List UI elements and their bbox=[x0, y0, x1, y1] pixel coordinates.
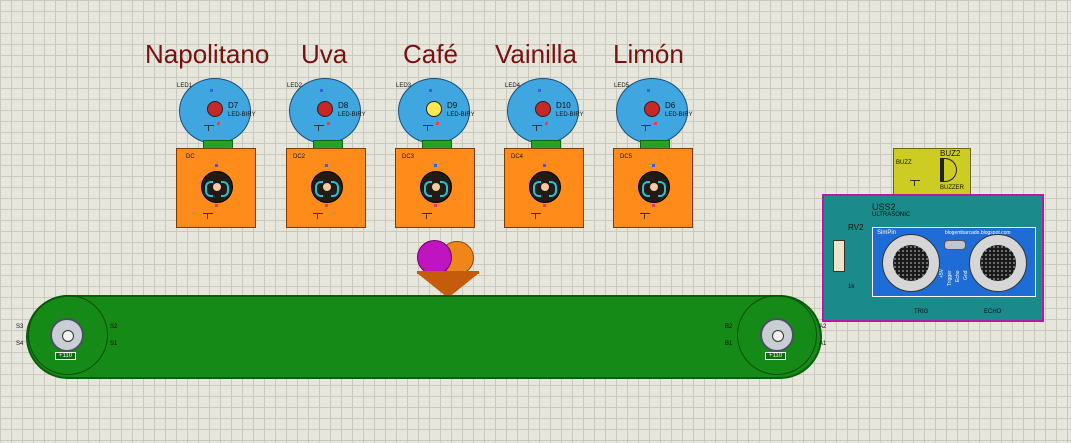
transducer-right-icon bbox=[969, 234, 1027, 292]
url-label: blogembarcado.blogspot.com bbox=[945, 230, 1011, 236]
led-ref-label: D8 bbox=[338, 101, 349, 110]
motor-box[interactable]: DC2 bbox=[286, 148, 366, 228]
motor-box[interactable]: DC bbox=[176, 148, 256, 228]
pin-label-s2: S2 bbox=[110, 324, 118, 330]
pin-label-s1: S1 bbox=[110, 341, 118, 347]
ground-icon bbox=[531, 213, 546, 219]
led-type-label: LED-BIRY bbox=[665, 112, 693, 118]
dc-motor-icon bbox=[529, 171, 561, 203]
led-type-label: LED-BIRY bbox=[556, 112, 584, 118]
flavor-title-limon: Limón bbox=[613, 39, 684, 69]
pin-label-gnd: Gnd bbox=[963, 270, 969, 280]
dc-motor-icon bbox=[311, 171, 343, 203]
flavor-title-uva: Uva bbox=[301, 39, 348, 69]
pot-value-label: 1k bbox=[848, 284, 855, 290]
ice-cream-scoop-magenta bbox=[417, 240, 452, 275]
led-diode-icon bbox=[207, 101, 223, 117]
led-pin-label: LED3 bbox=[396, 83, 412, 89]
ground-icon bbox=[314, 125, 329, 131]
uss-ref-label: USS2 bbox=[872, 202, 896, 212]
motor-ref-label: DC3 bbox=[402, 154, 415, 160]
dc-motor-icon bbox=[420, 171, 452, 203]
pin-label-5v: +5V bbox=[939, 268, 945, 278]
motor-ref-label: DC bbox=[186, 154, 195, 160]
pin-label-s4: S4 bbox=[16, 341, 24, 347]
led-ref-label: D7 bbox=[228, 101, 239, 110]
pin-label-a1: A1 bbox=[819, 341, 827, 347]
led-type-label: LED-BIRY bbox=[338, 112, 366, 118]
led-pin-label: LED2 bbox=[287, 83, 303, 89]
trig-pin-label: TRIG bbox=[914, 309, 929, 315]
cup-rim bbox=[417, 271, 479, 274]
led-diode-icon bbox=[535, 101, 551, 117]
ground-icon bbox=[422, 213, 437, 219]
motor-wheel-left-icon bbox=[50, 318, 84, 352]
flavor-title-cafe: Café bbox=[403, 39, 458, 69]
dispenser-module-1[interactable]: LED1 D7 LED-BIRY DC bbox=[176, 78, 256, 228]
ground-icon bbox=[204, 125, 219, 131]
voltage-tag-right: +110 bbox=[765, 352, 787, 360]
motor-ref-label: DC2 bbox=[293, 154, 306, 160]
led-type-label: LED-BIRY bbox=[447, 112, 475, 118]
led-pin-label: LED4 bbox=[505, 83, 521, 89]
pin-label-echo: Echo bbox=[955, 270, 961, 282]
pin-label-b2: B2 bbox=[725, 324, 733, 330]
motor-box[interactable]: DC5 bbox=[613, 148, 693, 228]
ground-icon bbox=[423, 125, 438, 131]
ground-icon bbox=[640, 213, 655, 219]
motor-box[interactable]: DC4 bbox=[504, 148, 584, 228]
led-ref-label: D9 bbox=[447, 101, 458, 110]
ground-icon bbox=[910, 180, 925, 186]
motor-ref-label: DC5 bbox=[620, 154, 633, 160]
flavor-title-napolitano: Napolitano bbox=[145, 39, 270, 69]
led-pin-label: LED5 bbox=[614, 83, 630, 89]
led-ref-label: D10 bbox=[556, 101, 571, 110]
echo-pin-label: ECHO bbox=[984, 309, 1002, 315]
pin-label-s3: S3 bbox=[16, 324, 24, 330]
led-diode-lit-icon bbox=[426, 101, 442, 117]
led-diode-icon bbox=[644, 101, 660, 117]
buzzer-type-label: BUZZER bbox=[940, 185, 964, 191]
ground-icon bbox=[203, 213, 218, 219]
pot-ref-label: RV2 bbox=[848, 223, 864, 232]
ice-cream-cup-icon bbox=[417, 273, 479, 298]
pin-label-trigger: Trigger bbox=[947, 270, 953, 286]
motor-box[interactable]: DC3 bbox=[395, 148, 475, 228]
ground-icon bbox=[641, 125, 656, 131]
ground-icon bbox=[313, 213, 328, 219]
voltage-tag-left: +110 bbox=[55, 352, 77, 360]
ultrasonic-sensor[interactable]: USS2 ULTRASONIC RV2 1k SimPin blogembarc… bbox=[822, 194, 1044, 322]
led-type-label: LED-BIRY bbox=[228, 112, 256, 118]
sensor-board: SimPin blogembarcado.blogspot.com +5V Tr… bbox=[872, 227, 1036, 297]
dispenser-module-3[interactable]: LED3 D9 LED-BIRY DC3 bbox=[395, 78, 475, 228]
dispenser-module-4[interactable]: LED4 D10 LED-BIRY DC4 bbox=[504, 78, 584, 228]
pin-label-b1: B1 bbox=[725, 341, 733, 347]
buzzer-ref-label: BUZ2 bbox=[940, 149, 961, 158]
flavor-title-vainilla: Vainilla bbox=[495, 39, 577, 69]
crystal-icon bbox=[944, 240, 966, 250]
potentiometer-icon[interactable] bbox=[833, 240, 845, 272]
buzzer-component[interactable] bbox=[893, 148, 971, 196]
led-pin-label: LED1 bbox=[177, 83, 193, 89]
brand-label: SimPin bbox=[877, 230, 897, 236]
ground-icon bbox=[532, 125, 547, 131]
dispenser-module-2[interactable]: LED2 D8 LED-BIRY DC2 bbox=[286, 78, 366, 228]
pin-label-a2: A2 bbox=[819, 324, 827, 330]
conveyor-belt[interactable] bbox=[26, 295, 822, 379]
dispenser-module-5[interactable]: LED5 D6 LED-BIRY DC5 bbox=[613, 78, 693, 228]
dc-motor-icon bbox=[638, 171, 670, 203]
led-ref-label: D6 bbox=[665, 101, 676, 110]
dc-motor-icon bbox=[201, 171, 233, 203]
transducer-left-icon bbox=[882, 234, 940, 292]
led-diode-icon bbox=[317, 101, 333, 117]
motor-wheel-right-icon bbox=[760, 318, 794, 352]
motor-ref-label: DC4 bbox=[511, 154, 524, 160]
conveyor-pulley-right[interactable] bbox=[737, 295, 817, 375]
uss-type-label: ULTRASONIC bbox=[872, 212, 911, 218]
conveyor-pulley-left[interactable] bbox=[28, 295, 108, 375]
buzzer-pin-label: BUZZ bbox=[896, 160, 912, 166]
